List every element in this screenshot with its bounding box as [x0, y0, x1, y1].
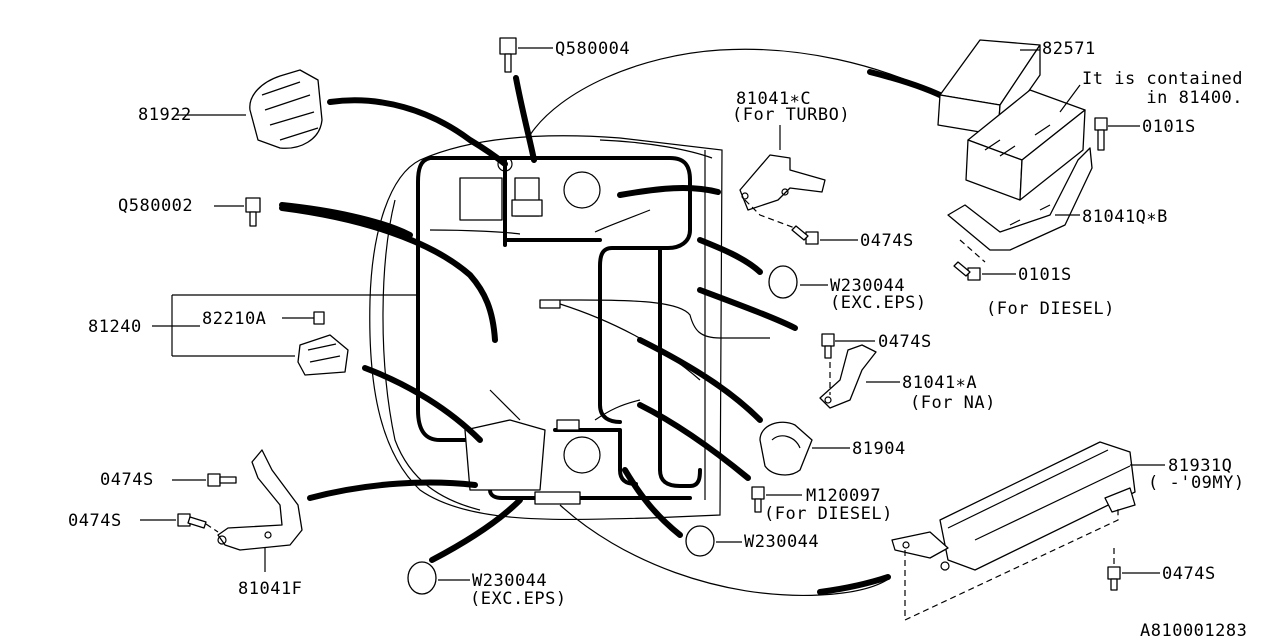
bolt-0474s-e-shape	[177, 513, 207, 529]
bolt-0474s-a-shape	[791, 225, 819, 245]
label-0474s-e: 0474S	[1162, 564, 1216, 584]
leader-w230044-b	[622, 467, 683, 538]
leader-82210a	[362, 365, 483, 443]
bolt-0474s-b-shape	[821, 333, 835, 359]
leader-w230044-a	[697, 237, 763, 275]
leader-q580002	[279, 205, 498, 343]
part-81041qb-shape	[947, 147, 1093, 251]
label-0474s-c: 0474S	[100, 470, 154, 490]
label-82210a: 82210A	[202, 309, 267, 329]
cap-w230044-a-shape	[768, 265, 798, 299]
bolt-m120097-shape	[751, 486, 765, 513]
label-0101s-a: 0101S	[1142, 117, 1196, 137]
label-81041c: 81041∗C	[736, 89, 812, 109]
label-q580004: Q580004	[555, 39, 631, 59]
part-82210a-shape	[297, 311, 349, 376]
bolt-0101s-a-shape	[1094, 117, 1108, 151]
bolt-q580002-shape	[245, 197, 261, 227]
bolt-0474s-d-shape	[207, 473, 237, 487]
leader-w230044-c	[429, 497, 523, 563]
leader-81041c	[617, 185, 721, 198]
label-date-09my: ( -'09MY)	[1148, 473, 1245, 493]
part-81931q-shape	[891, 441, 1136, 571]
label-81904: 81904	[852, 439, 906, 459]
label-w230044-c: W230044	[472, 571, 548, 591]
label-81041f: 81041F	[238, 579, 303, 599]
cap-w230044-c-shape	[407, 561, 437, 595]
leader-81922	[327, 97, 508, 167]
leader-q580004	[513, 75, 537, 163]
label-exc-eps-c: (EXC.EPS)	[470, 589, 567, 609]
label-m120097: M120097	[806, 486, 882, 506]
part-81922-shape	[249, 69, 323, 149]
leader-m120097	[637, 402, 751, 481]
label-81041qb: 81041Q∗B	[1082, 207, 1168, 227]
label-for-diesel-b: (For DIESEL)	[764, 504, 893, 524]
part-81041c-shape	[739, 154, 826, 211]
label-for-turbo: (For TURBO)	[732, 105, 851, 125]
label-81240: 81240	[88, 317, 142, 337]
label-0474s-d: 0474S	[68, 511, 122, 531]
label-82571: 82571	[1042, 39, 1096, 59]
leader-81041f	[307, 479, 478, 501]
label-0474s-a: 0474S	[860, 231, 914, 251]
label-w230044-b: W230044	[744, 532, 820, 552]
label-exc-eps-a: (EXC.EPS)	[830, 293, 927, 313]
label-for-na: (For NA)	[910, 393, 996, 413]
part-81041f-shape	[217, 449, 303, 551]
part-81041a-shape	[819, 344, 877, 409]
label-81041a: 81041∗A	[902, 373, 978, 393]
diagram-code: A810001283	[1140, 621, 1248, 641]
harness-main-loop	[503, 156, 692, 424]
bolt-0101s-b-shape	[953, 261, 981, 281]
label-0474s-b: 0474S	[878, 332, 932, 352]
label-for-diesel-a: (For DIESEL)	[986, 299, 1115, 319]
cap-w230044-b-shape	[685, 525, 715, 557]
label-q580002: Q580002	[118, 196, 194, 216]
label-w230044-a: W230044	[830, 276, 906, 296]
floor-outline	[369, 135, 723, 521]
label-0101s-b: 0101S	[1018, 265, 1072, 285]
bolt-q580004-shape	[499, 37, 517, 73]
bolt-0474s-c-shape	[1107, 566, 1121, 591]
part-81400-box-shape	[965, 89, 1086, 201]
part-81904-shape	[759, 421, 813, 476]
leader-0474s-b	[697, 287, 798, 331]
note-contained-in-81400: It is contained in 81400.	[1082, 69, 1244, 108]
label-81922: 81922	[138, 105, 192, 125]
label-81931q: 81931Q	[1168, 456, 1233, 476]
